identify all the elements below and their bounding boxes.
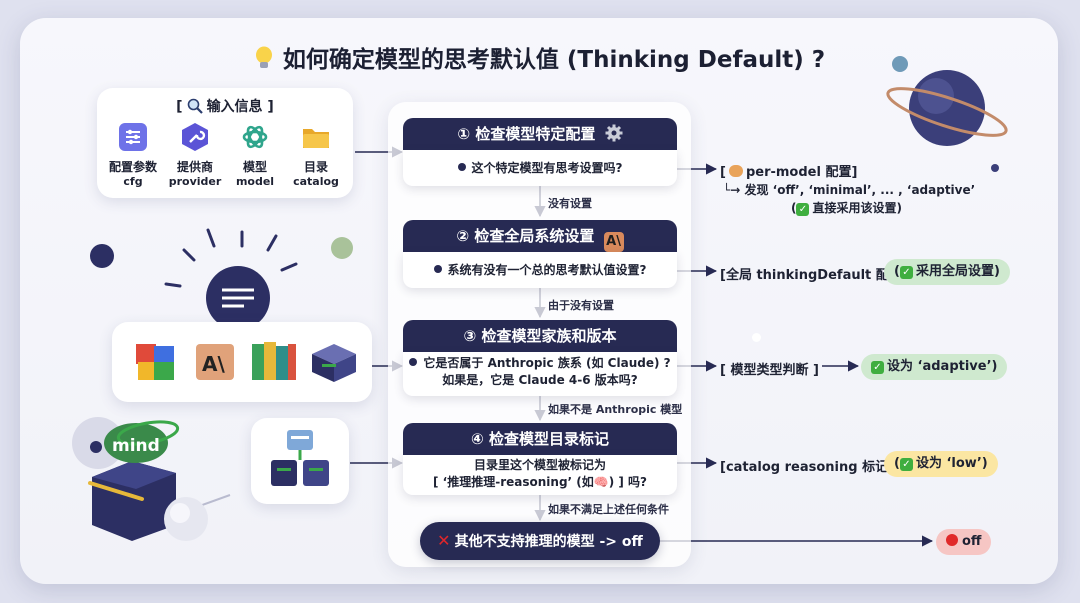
- gemini-cube-icon: [136, 344, 174, 380]
- catalog-database-illustration: [251, 418, 349, 504]
- step1-header: ① 检查模型特定配置: [403, 118, 677, 150]
- result4-pill-text: 设为 ‘low’): [915, 456, 988, 471]
- cross-icon: ✕: [437, 531, 451, 550]
- anthropic-logo-icon: A\: [196, 344, 234, 380]
- transition-3: 如果不是 Anthropic 模型: [548, 403, 683, 416]
- bullet-dot: [433, 265, 442, 273]
- step3-question-line2: 如果是，它是 Claude 4-6 版本吗?: [442, 373, 638, 387]
- check-icon: ✓: [796, 203, 810, 216]
- input-sublabel: cfg: [123, 175, 143, 188]
- wrench-hexagon-icon: [182, 123, 208, 151]
- step2-header: ② 检查全局系统设置 A\: [403, 220, 677, 252]
- input-label: 配置参数: [108, 160, 157, 174]
- step4-question-line1: 目录里这个模型被标记为: [473, 458, 606, 472]
- result1-label: [per-model 配置]: [720, 165, 858, 180]
- step3-question-line1: 它是否属于 Anthropic 族系 (如 Claude) ?: [423, 356, 671, 370]
- folder-icon: [303, 129, 329, 148]
- openai-knot-icon: [242, 125, 268, 149]
- input-sublabel: catalog: [293, 175, 339, 188]
- result4-label: [catalog reasoning 标记]: [720, 460, 895, 475]
- input-info-header-text: 输入信息: [206, 99, 263, 115]
- step3-body: 它是否属于 Anthropic 族系 (如 Claude) ? 如果是，它是 C…: [403, 352, 677, 396]
- result4-pill: (✓设为 ‘low’): [884, 451, 998, 477]
- input-label: 模型: [242, 160, 267, 174]
- sparkle-dot: [752, 333, 761, 342]
- mind-label: mind: [112, 436, 160, 456]
- input-info-panel: [输入信息 ] 配置参数 cfg 提供商 provider 模型 model 目…: [97, 88, 353, 198]
- result1-note: (✓直接采用该设置): [791, 201, 902, 216]
- input-item-model: 模型 model: [227, 122, 283, 189]
- result1-label-text: per-model 配置: [745, 165, 852, 180]
- check-icon: ✓: [899, 266, 913, 279]
- transition-1: 没有设置: [548, 197, 592, 210]
- result3-pill-text: 设为 ‘adaptive’): [887, 359, 998, 374]
- step1-question: 这个特定模型有思考设置吗?: [471, 161, 623, 175]
- step4-body: 目录里这个模型被标记为 [ ‘推理推理-reasoning’ (如🧠) ] 吗?: [403, 455, 677, 495]
- search-icon: [187, 98, 203, 114]
- input-label: 目录: [303, 160, 328, 174]
- transition-4: 如果不满足上述任何条件: [548, 503, 669, 516]
- result3-pill: ✓设为 ‘adaptive’): [861, 354, 1008, 380]
- transition-2: 由于没有设置: [548, 299, 614, 312]
- bullet-dot: [409, 358, 418, 366]
- result5-pill-text: off: [962, 534, 982, 549]
- final-step-text: 其他不支持推理的模型 -> off: [454, 534, 643, 550]
- step3-title: ③ 检查模型家族和版本: [463, 327, 617, 345]
- input-item-provider: 提供商 provider: [167, 122, 223, 189]
- anthropic-logo-icon: A\: [603, 232, 624, 252]
- step4-title: ④ 检查模型目录标记: [471, 430, 609, 448]
- lightbulb-illustration: [90, 228, 353, 328]
- step2-question: 系统有没有一个总的思考默认值设置?: [447, 263, 647, 277]
- lightbulb-icon: [255, 46, 272, 68]
- step3-header: ③ 检查模型家族和版本: [403, 320, 677, 352]
- result3-label: [ 模型类型判断 ]: [720, 363, 819, 378]
- stacked-box-icon: [312, 344, 356, 382]
- logo-row: A\: [136, 342, 356, 382]
- step2-title: ② 检查全局系统设置: [456, 227, 595, 245]
- input-sublabel: model: [235, 175, 275, 188]
- result5-pill: off: [936, 529, 992, 555]
- input-sublabel: provider: [168, 175, 222, 188]
- database-cubes-icon: [271, 430, 329, 486]
- check-icon: ✓: [871, 361, 884, 374]
- result2-label: [全局 thinkingDefault 配置]: [720, 268, 908, 283]
- result1-note-text: 直接采用该设置): [812, 201, 902, 215]
- input-info-header: [输入信息 ]: [176, 98, 274, 115]
- palette-icon: [728, 165, 743, 177]
- result1-detail: └→ 发现 ‘off’, ‘minimal’, ... , ‘adaptive’: [723, 183, 976, 197]
- step1-title: ① 检查模型特定配置: [457, 125, 596, 143]
- sliders-icon: [119, 123, 147, 151]
- check-icon: ✓: [899, 458, 913, 471]
- svg-text:A\: A\: [202, 352, 225, 376]
- mind-cube-illustration: mind: [72, 417, 231, 541]
- step4-header: ④ 检查模型目录标记: [403, 423, 677, 455]
- gear-icon: [605, 124, 623, 142]
- books-icon: [252, 342, 296, 380]
- page-title-text: 如何确定模型的思考默认值 (Thinking Default) ?: [282, 47, 826, 73]
- red-circle-icon: [946, 534, 958, 546]
- step4-question-line2: [ ‘推理推理-reasoning’ (如🧠) ] 吗?: [433, 475, 647, 489]
- bullet-dot: [457, 163, 466, 171]
- planet-illustration: [886, 56, 1008, 172]
- result2-pill: (✓采用全局设置): [884, 259, 1010, 285]
- step2-body: 系统有没有一个总的思考默认值设置?: [403, 252, 677, 288]
- input-item-catalog: 目录 catalog: [288, 122, 344, 189]
- final-step: ✕其他不支持推理的模型 -> off: [420, 522, 660, 560]
- input-label: 提供商: [176, 160, 213, 174]
- page-title: 如何确定模型的思考默认值 (Thinking Default) ?: [0, 40, 1080, 74]
- result2-pill-text: 采用全局设置): [915, 264, 1000, 279]
- input-item-cfg: 配置参数 cfg: [105, 122, 161, 189]
- step1-body: 这个特定模型有思考设置吗?: [403, 150, 677, 186]
- model-family-logos: A\: [112, 322, 372, 402]
